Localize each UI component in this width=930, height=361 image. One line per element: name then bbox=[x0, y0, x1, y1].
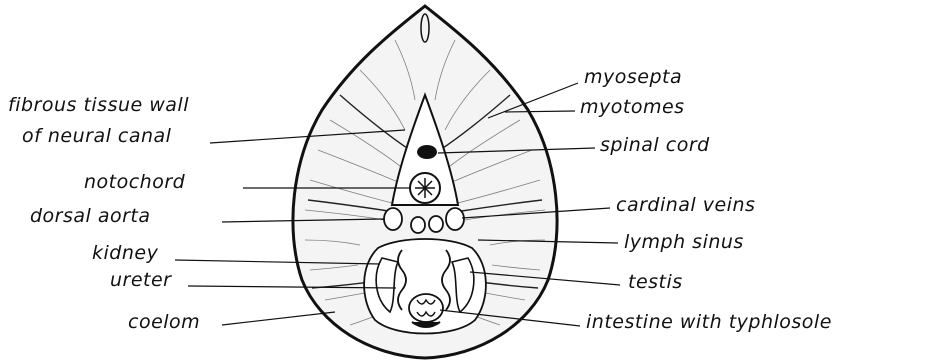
label-notochord: notochord bbox=[84, 173, 185, 192]
label-testis: testis bbox=[628, 273, 683, 292]
notochord-pattern bbox=[415, 178, 435, 198]
label-fibrous-tissue-wall: fibrous tissue wall bbox=[8, 96, 189, 115]
dorsal-aorta-shape-2 bbox=[429, 216, 443, 232]
label-kidney: kidney bbox=[92, 244, 158, 263]
label-intestine-with-typhlosole: intestine with typhlosole bbox=[586, 313, 832, 332]
label-of-neural-canal: of neural canal bbox=[22, 127, 171, 146]
label-spinal-cord: spinal cord bbox=[600, 136, 710, 155]
label-ureter: ureter bbox=[110, 271, 172, 290]
intestine-shape bbox=[409, 294, 443, 322]
cardinal-vein-right bbox=[446, 208, 464, 230]
label-dorsal-aorta: dorsal aorta bbox=[30, 207, 151, 226]
label-myosepta: myosepta bbox=[584, 68, 682, 87]
cardinal-vein-left bbox=[384, 208, 402, 230]
label-lymph-sinus: lymph sinus bbox=[624, 233, 744, 252]
dorsal-aorta-shape bbox=[411, 217, 425, 233]
label-cardinal-veins: cardinal veins bbox=[616, 196, 755, 215]
label-myotomes: myotomes bbox=[580, 98, 685, 117]
label-coelom: coelom bbox=[128, 313, 200, 332]
spinal-cord-shape bbox=[417, 145, 437, 159]
